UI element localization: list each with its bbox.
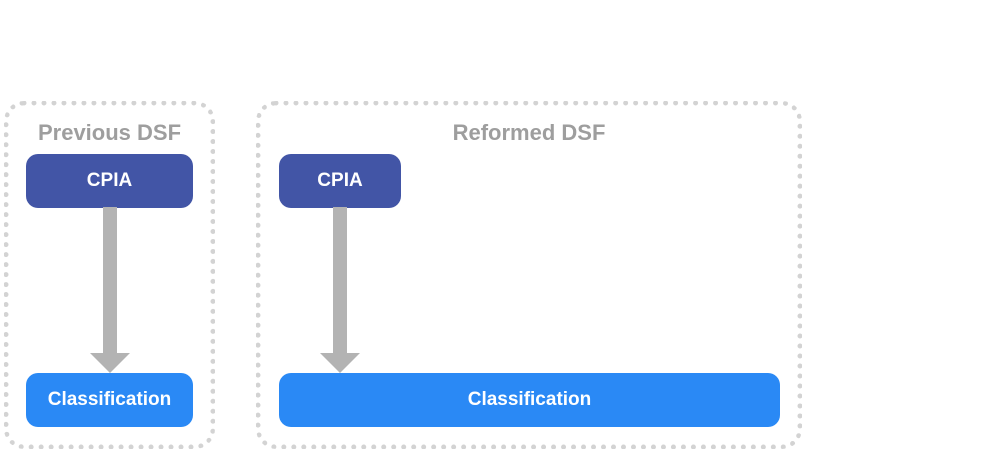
reformed-dsf-panel: Reformed DSF — [256, 101, 802, 449]
previous-classification-box: Classification — [26, 373, 193, 427]
reformed-dsf-title: Reformed DSF — [452, 120, 606, 145]
reformed-cpia-box: CPIA — [279, 154, 401, 208]
reformed-arrow — [320, 207, 360, 373]
previous-dsf-title: Previous DSF — [37, 120, 182, 145]
previous-cpia-box: CPIA — [26, 154, 193, 208]
previous-arrow — [90, 207, 130, 373]
reformed-classification-box: Classification — [279, 373, 780, 427]
previous-dsf-panel: Previous DSF — [4, 101, 215, 449]
